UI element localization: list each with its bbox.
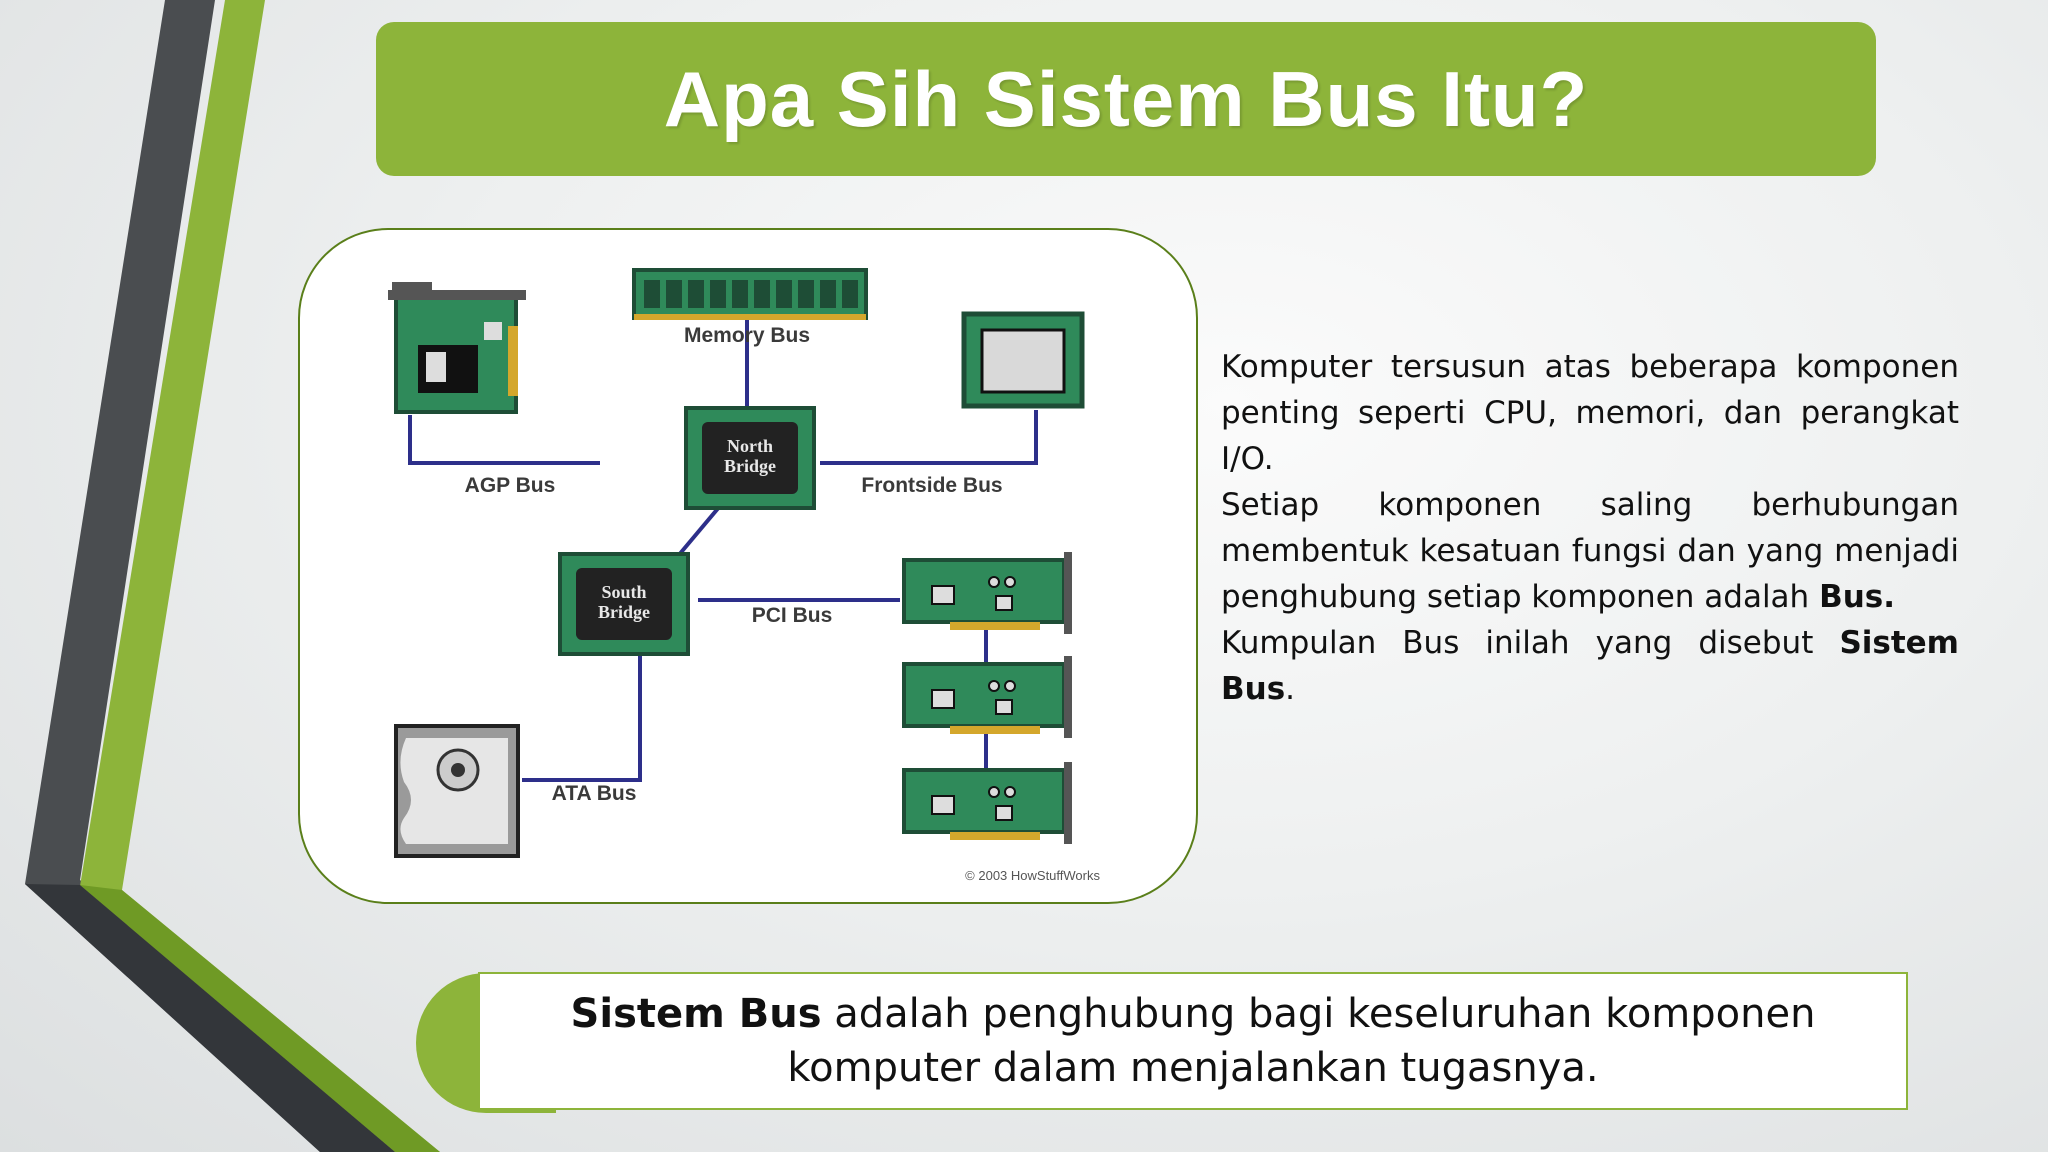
paragraph-3-bold: Sistem Bus: [1221, 625, 1959, 707]
definition-text: Sistem Bus adalah penghubung bagi keselu…: [571, 987, 1816, 1095]
frontside-bus-label: Frontside Bus: [861, 474, 1002, 497]
paragraph-3-end: .: [1285, 671, 1296, 707]
pci-bus-label: PCI Bus: [752, 604, 833, 627]
agp-card-icon: [388, 282, 526, 414]
pci-card-icon: [902, 552, 1072, 634]
copyright-label: © 2003 HowStuffWorks: [965, 868, 1100, 883]
bus-lines: [408, 318, 1038, 782]
pci-card-icon: [902, 762, 1072, 844]
south-bridge-label-line2: Bridge: [598, 602, 650, 622]
cpu-icon: [961, 311, 1085, 409]
south-bridge-chip-icon: [558, 552, 690, 656]
definition-box: Sistem Bus adalah penghubung bagi keselu…: [478, 972, 1908, 1110]
title-bar: Apa Sih Sistem Bus Itu?: [376, 22, 1876, 176]
paragraph-2-text: Setiap komponen saling berhubungan membe…: [1221, 487, 1959, 615]
paragraph-3-text: Kumpulan Bus inilah yang disebut: [1221, 625, 1840, 661]
north-bridge-chip-icon: [684, 406, 816, 510]
north-bridge-label-line2: Bridge: [724, 456, 776, 476]
description-text: Komputer tersusun atas beberapa komponen…: [1221, 344, 1959, 712]
definition-bold: Sistem Bus: [570, 991, 822, 1037]
agp-bus-label: AGP Bus: [465, 474, 556, 497]
hard-disk-icon: [394, 724, 520, 858]
paragraph-3: Kumpulan Bus inilah yang disebut Sistem …: [1221, 620, 1959, 712]
south-bridge-label-line1: South: [601, 582, 646, 602]
memory-module-icon: [632, 268, 868, 320]
definition-line2: komputer dalam menjalankan tugasnya.: [787, 1045, 1599, 1091]
paragraph-2: Setiap komponen saling berhubungan membe…: [1221, 482, 1959, 620]
pci-card-icon: [902, 656, 1072, 738]
ata-bus-label: ATA Bus: [552, 782, 637, 805]
paragraph-2-bold: Bus.: [1819, 579, 1895, 615]
slide-title: Apa Sih Sistem Bus Itu?: [663, 54, 1589, 143]
paragraph-1: Komputer tersusun atas beberapa komponen…: [1221, 349, 1959, 477]
definition-rest: adalah penghubung bagi keseluruhan kompo…: [821, 991, 1816, 1037]
memory-bus-label: Memory Bus: [684, 324, 810, 347]
system-bus-diagram: Memory Bus AGP Bus Frontside Bus PCI Bus…: [388, 268, 1100, 883]
diagram-frame: Memory Bus AGP Bus Frontside Bus PCI Bus…: [298, 228, 1198, 904]
north-bridge-label-line1: North: [727, 436, 773, 456]
